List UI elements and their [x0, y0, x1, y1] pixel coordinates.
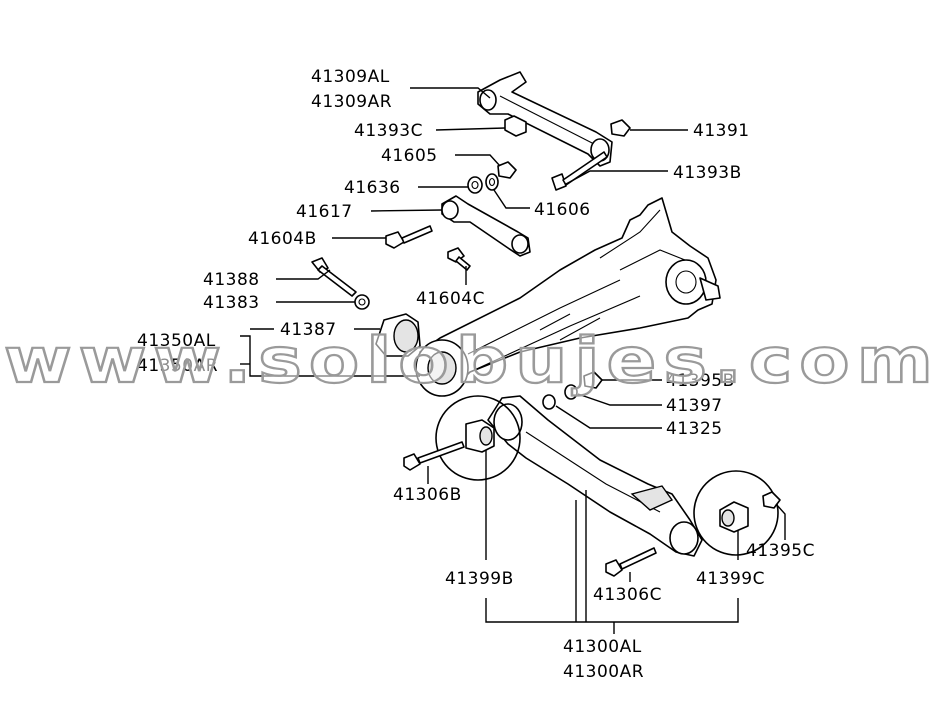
label-41306c: 41306C [593, 585, 662, 605]
label-41605: 41605 [381, 146, 438, 166]
label-41350ar: 41350AR [137, 356, 218, 376]
label-41399c: 41399C [696, 569, 765, 589]
label-41399b: 41399B [445, 569, 514, 589]
label-41606: 41606 [534, 200, 591, 220]
bolt-41393c [504, 115, 527, 137]
part-labels: 41309AL 41309AR 41393C 41391 41605 41393… [137, 67, 815, 682]
washer-41636 [467, 176, 483, 194]
label-41383: 41383 [203, 293, 260, 313]
bolt-41604c [447, 247, 471, 271]
label-41300ar: 41300AR [563, 662, 644, 682]
label-41300al: 41300AL [563, 637, 642, 657]
detail-circle-41399b [435, 395, 521, 481]
bolt-41604b [385, 225, 433, 249]
nut-41391 [610, 119, 631, 137]
label-41388: 41388 [203, 270, 260, 290]
label-41397: 41397 [666, 396, 723, 416]
bushing-41387 [375, 313, 421, 357]
label-41395b: 41395B [666, 371, 735, 391]
leader-lines [240, 87, 786, 634]
washer-41606 [485, 173, 499, 191]
link-41617 [441, 195, 531, 257]
trailing-arm-41350 [415, 197, 721, 397]
label-41350al: 41350AL [137, 331, 216, 351]
bolt-41388 [311, 257, 357, 297]
detail-circle-41399c [693, 470, 779, 556]
nut-41605 [497, 161, 517, 179]
bolt-41393b [551, 151, 608, 191]
label-41636: 41636 [344, 178, 401, 198]
label-41604b: 41604B [248, 229, 317, 249]
label-41387: 41387 [280, 320, 337, 340]
label-41325: 41325 [666, 419, 723, 439]
washer-41397 [564, 384, 578, 400]
watermark-text: www.solobujes.com [4, 324, 940, 397]
label-41617: 41617 [296, 202, 353, 222]
label-41306b: 41306B [393, 485, 462, 505]
nut-41395b [583, 371, 603, 389]
bolt-41306b [403, 441, 465, 471]
lower-arm-41300 [487, 395, 703, 557]
washer-41325 [542, 394, 556, 410]
nut-41395c [762, 491, 781, 509]
label-41309al: 41309AL [311, 67, 390, 87]
washer-41383 [354, 294, 370, 310]
label-41393b: 41393B [673, 163, 742, 183]
bolt-41306c [605, 547, 657, 577]
upper-arm-41309 [477, 71, 613, 167]
label-41604c: 41604C [416, 289, 485, 309]
label-41309ar: 41309AR [311, 92, 392, 112]
label-41395c: 41395C [746, 541, 815, 561]
label-41391: 41391 [693, 121, 750, 141]
label-41393c: 41393C [354, 121, 423, 141]
